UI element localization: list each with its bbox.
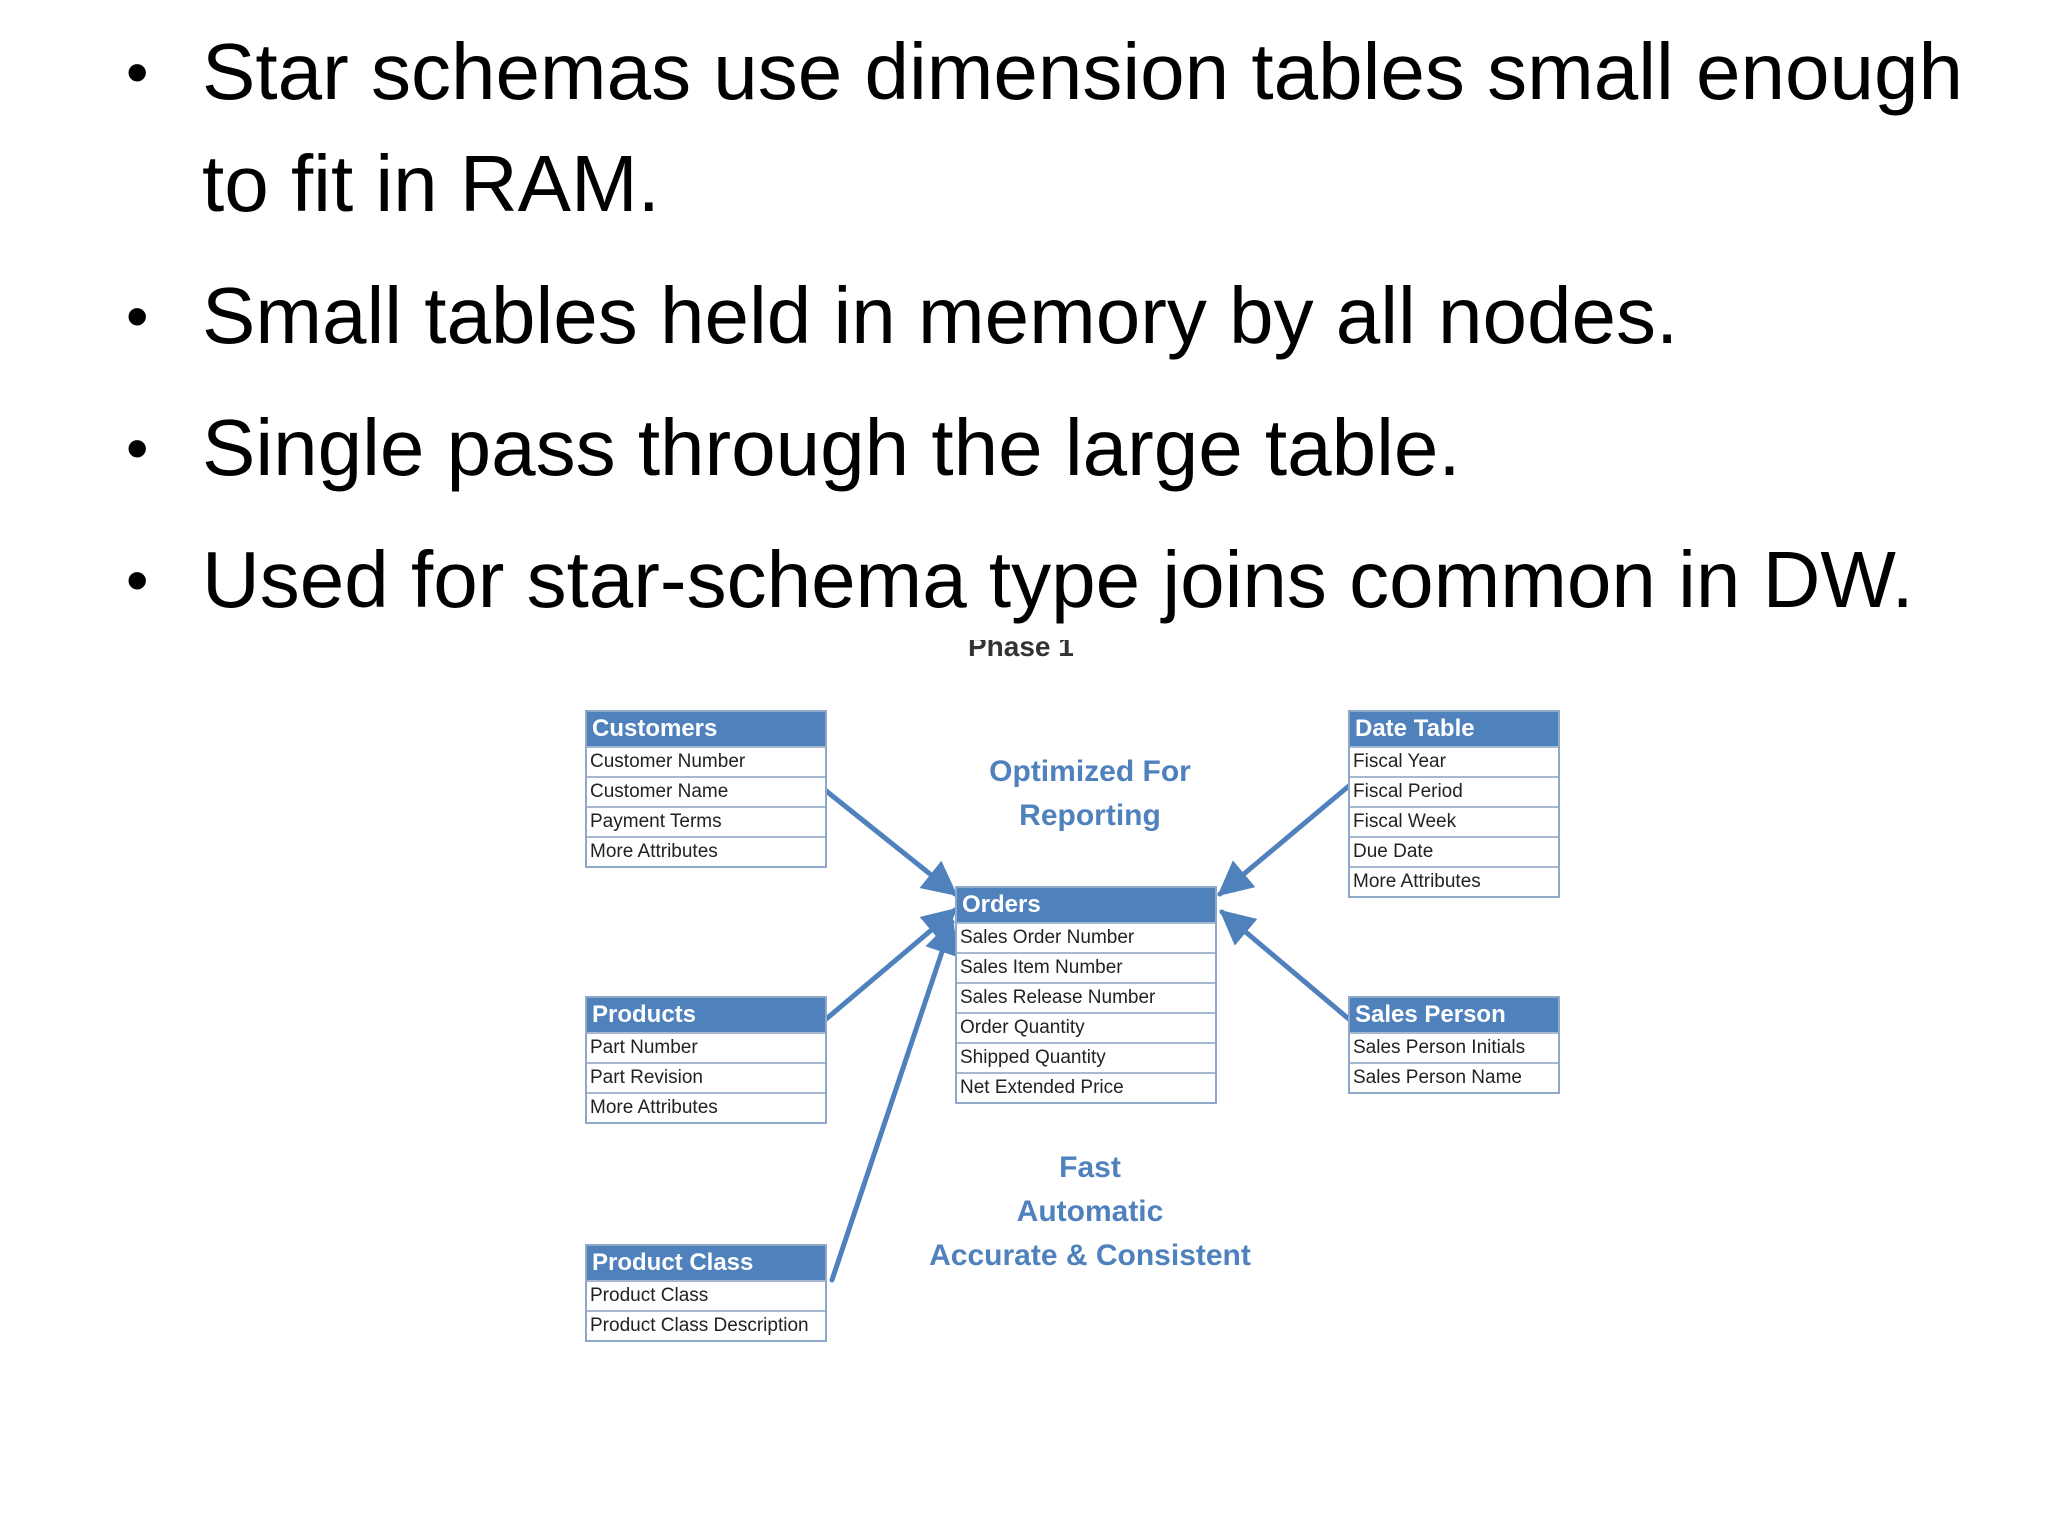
bullet-item: • Single pass through the large table.: [118, 392, 1998, 504]
customers-to-orders-arrow: [822, 787, 958, 897]
table-field: Shipped Quantity: [957, 1042, 1215, 1072]
salesperson-to-orders-arrow: [1219, 909, 1353, 1023]
table-field: Product Class Description: [587, 1310, 825, 1340]
table-title: Customers: [587, 712, 825, 746]
datetable-to-orders-arrow: [1217, 782, 1353, 897]
bullet-text: Small tables held in memory by all nodes…: [202, 271, 1679, 360]
bullet-dot: •: [126, 412, 149, 484]
table-field: Sales Person Initials: [1350, 1032, 1558, 1062]
table-field: Payment Terms: [587, 806, 825, 836]
bullet-dot: •: [126, 280, 149, 352]
bullet-text: Used for star-schema type joins common i…: [202, 535, 1914, 624]
date-table: Date Table Fiscal Year Fiscal Period Fis…: [1348, 710, 1560, 898]
table-field: Sales Order Number: [957, 922, 1215, 952]
table-field: Sales Release Number: [957, 982, 1215, 1012]
table-field: Customer Name: [587, 776, 825, 806]
table-field: Sales Item Number: [957, 952, 1215, 982]
table-title: Products: [587, 998, 825, 1032]
table-field: Customer Number: [587, 746, 825, 776]
table-field: Sales Person Name: [1350, 1062, 1558, 1092]
productclass-to-orders-arrow: [829, 918, 959, 1283]
phase-label: Phase 1: [968, 640, 1074, 658]
table-title: Sales Person: [1350, 998, 1558, 1032]
note-line: Automatic: [1016, 1195, 1164, 1228]
bullet-list: • Star schemas use dimension tables small…: [118, 16, 1998, 656]
note-line: Fast: [1059, 1151, 1121, 1184]
customers-table: Customers Customer Number Customer Name …: [585, 710, 827, 868]
bullet-item: • Used for star-schema type joins common …: [118, 524, 1998, 636]
table-field: Part Number: [587, 1032, 825, 1062]
table-field: Fiscal Period: [1350, 776, 1558, 806]
bullet-text: Single pass through the large table.: [202, 403, 1461, 492]
relationship-arrows: [822, 782, 1353, 1283]
product-class-table: Product Class Product Class Product Clas…: [585, 1244, 827, 1342]
table-field: Fiscal Year: [1350, 746, 1558, 776]
bullet-item: • Small tables held in memory by all node…: [118, 260, 1998, 372]
sales-person-table: Sales Person Sales Person Initials Sales…: [1348, 996, 1560, 1094]
table-field: Order Quantity: [957, 1012, 1215, 1042]
star-schema-diagram: Phase 1 Customers Customer Number Custom…: [520, 640, 1620, 1360]
table-field: Fiscal Week: [1350, 806, 1558, 836]
table-field: Part Revision: [587, 1062, 825, 1092]
table-field: Net Extended Price: [957, 1072, 1215, 1102]
note-line: Optimized For: [989, 755, 1191, 788]
table-title: Orders: [957, 888, 1215, 922]
note-line: Accurate & Consistent: [929, 1239, 1251, 1272]
optimized-for-reporting-note: Optimized For Reporting: [960, 750, 1220, 838]
products-table: Products Part Number Part Revision More …: [585, 996, 827, 1124]
benefits-note: Fast Automatic Accurate & Consistent: [910, 1146, 1270, 1278]
bullet-dot: •: [126, 544, 149, 616]
table-title: Date Table: [1350, 712, 1558, 746]
table-field: Product Class: [587, 1280, 825, 1310]
bullet-item: • Star schemas use dimension tables small…: [118, 16, 1998, 240]
note-line: Reporting: [1019, 799, 1161, 832]
bullet-dot: •: [126, 36, 149, 108]
table-field: More Attributes: [587, 1092, 825, 1122]
table-title: Product Class: [587, 1246, 825, 1280]
orders-table: Orders Sales Order Number Sales Item Num…: [955, 886, 1217, 1104]
table-field: Due Date: [1350, 836, 1558, 866]
table-field: More Attributes: [1350, 866, 1558, 896]
bullet-text: Star schemas use dimension tables small …: [202, 27, 1963, 228]
table-field: More Attributes: [587, 836, 825, 866]
